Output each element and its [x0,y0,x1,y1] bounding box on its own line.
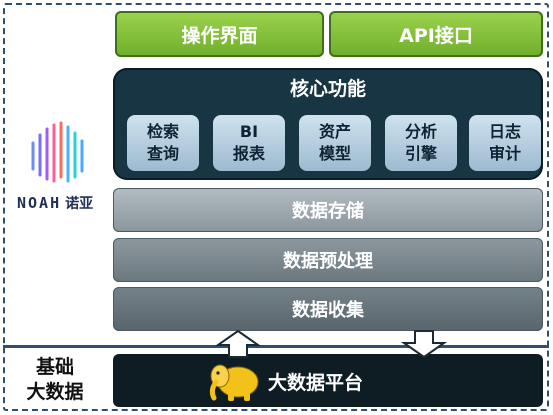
outer-frame [3,3,549,411]
brand-panel: NOAH 诺亚 [5,5,107,345]
module-line2: 引擎 [404,144,437,163]
module-line2: 模型 [318,144,351,163]
module-log-audit: 日志 审计 [469,115,541,171]
brand-wordmark: NOAH 诺亚 [17,190,112,216]
module-line1: 分析 [404,122,437,141]
down-arrow-icon [400,330,448,359]
operation-ui-box: 操作界面 [115,11,324,57]
core-functions-title: 核心功能 [289,78,366,100]
up-arrow-icon [214,329,262,358]
module-bi-report: BI 报表 [213,115,285,171]
module-analysis-engine: 分析 引擎 [385,115,457,171]
module-line1: BI [239,122,259,141]
foundation-label-line1: 基础 [35,356,74,378]
noah-logo-icon [31,121,84,183]
module-asset-model: 资产 模型 [299,115,371,171]
module-line1: 资产 [318,122,351,141]
brand-chinese: 诺亚 [65,196,94,212]
big-data-platform: 大数据平台 [113,354,543,407]
api-interface-box: API接口 [329,11,543,57]
data-preprocess-layer: 数据预处理 [113,238,543,282]
foundation-divider [3,345,549,348]
foundation-label-line2: 大数据 [26,381,84,403]
module-line1: 日志 [488,122,521,141]
big-data-platform-label: 大数据平台 [268,372,364,394]
module-search-query: 检索 查询 [127,115,199,171]
module-line2: 报表 [232,144,265,163]
brand-latin: NOAH [17,194,62,212]
module-line2: 审计 [488,144,521,163]
core-functions-panel: 核心功能 检索 查询 BI 报表 资产 模型 分析 引擎 日志 审计 [113,68,543,180]
data-collection-layer: 数据收集 [113,287,543,331]
module-line2: 查询 [146,144,179,163]
data-storage-layer: 数据存储 [113,188,543,232]
module-line1: 检索 [146,122,179,141]
hadoop-elephant-icon [209,364,259,401]
foundation-label: 基础 大数据 [0,348,110,412]
